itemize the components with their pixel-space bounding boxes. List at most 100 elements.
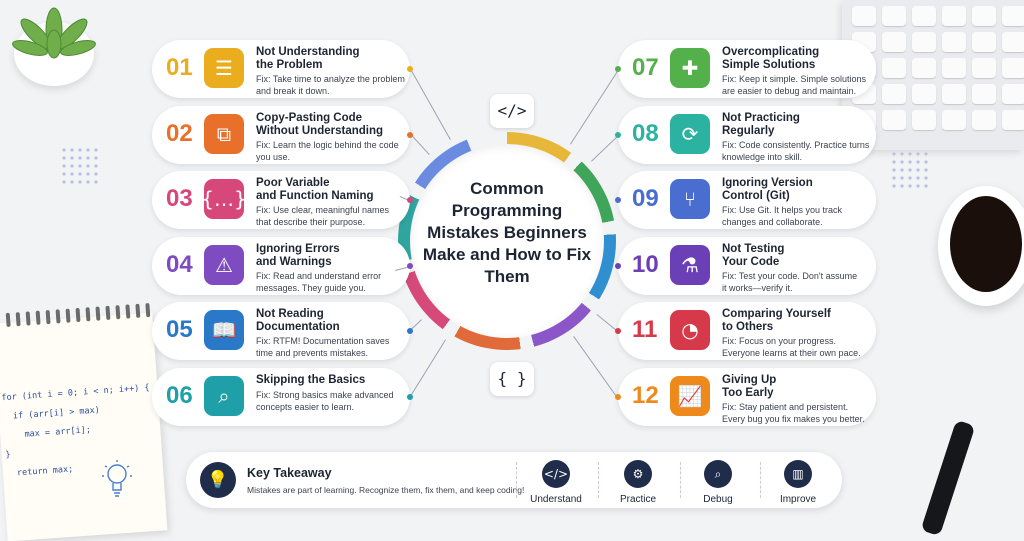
step-debug: ⌕ Debug (678, 458, 758, 505)
mistake-number: 01 (166, 54, 193, 81)
code-badge: </> (490, 94, 534, 128)
divider (598, 462, 600, 498)
dot-pattern (890, 150, 930, 190)
step-understand: </> Understand (516, 458, 596, 505)
mistake-number: 12 (632, 382, 659, 409)
flask-icon: ⚗ (670, 245, 710, 285)
connector-dot (407, 263, 413, 269)
divider (680, 462, 682, 498)
mistake-number: 04 (166, 251, 193, 278)
step-practice: ⚙ Practice (598, 458, 678, 505)
connector-dot (615, 132, 621, 138)
book-icon: 📖 (204, 310, 244, 350)
mistake-fix: Fix: Use Git. It helps you track changes… (722, 205, 843, 227)
mistake-number: 02 (166, 120, 193, 147)
mistake-number: 11 (632, 316, 658, 343)
connector-dot (615, 328, 621, 334)
mistake-fix: Fix: Stay patient and persistent. Every … (722, 402, 865, 424)
clipboard-icon: ☰ (204, 48, 244, 88)
step-label: Debug (703, 494, 733, 505)
center-circle (410, 144, 604, 338)
mistake-fix: Fix: Read and understand error messages.… (256, 271, 382, 293)
mistake-fix: Fix: Keep it simple. Simple solutions ar… (722, 74, 867, 96)
mistake-title: Not Reading Documentation (256, 308, 340, 333)
mistake-card-09: 09 ⑂ Ignoring Version Control (Git) Fix: Us… (618, 171, 876, 229)
pen (920, 419, 976, 537)
mistake-title: Ignoring Errors and Warnings (256, 243, 340, 268)
connector-dot (615, 66, 621, 72)
mistake-number: 07 (632, 54, 659, 81)
succulent-plant-icon (12, 7, 96, 59)
connector-line (410, 68, 451, 140)
code-icon: </> (542, 460, 570, 488)
main-title: Common Programming Mistakes Beginners Ma… (422, 179, 592, 286)
copy-icon: ⧉ (204, 114, 244, 154)
git-icon: ⑂ (670, 179, 710, 219)
mistake-number: 08 (632, 120, 659, 147)
mistake-title: Skipping the Basics (256, 374, 366, 386)
connector-line (573, 335, 618, 398)
puzzle-icon: ✚ (670, 48, 710, 88)
connector-line (590, 134, 619, 162)
mistake-title: Copy-Pasting Code Without Understanding (256, 112, 384, 137)
mistake-fix: Fix: Test your code. Don't assume it wor… (722, 271, 858, 293)
mistake-title: Comparing Yourself to Others (722, 308, 831, 333)
step-label: Practice (619, 494, 657, 505)
mistake-title: Not Understanding the Problem (256, 46, 360, 71)
connector-dot (615, 263, 621, 269)
mistake-fix: Fix: Focus on your progress. Everyone le… (722, 336, 861, 358)
connector-line (409, 338, 446, 397)
growth-chart-icon: 📈 (670, 376, 710, 416)
step-label: Improve (779, 494, 817, 505)
braces-icon: {…} (201, 179, 247, 219)
connector-dot (407, 197, 413, 203)
dot-pattern (60, 146, 100, 186)
mistake-title: Not Practicing Regularly (722, 112, 800, 137)
mistake-title: Ignoring Version Control (Git) (722, 177, 813, 202)
gauge-icon: ◔ (670, 310, 710, 350)
mistake-fix: Fix: Take time to analyze the problem an… (256, 74, 405, 96)
step-improve: ▥ Improve (758, 458, 838, 505)
refresh-icon: ⟳ (670, 114, 710, 154)
connector-dot (615, 197, 621, 203)
takeaway-text: Mistakes are part of learning. Recognize… (247, 485, 525, 495)
mistake-number: 03 (166, 185, 193, 212)
divider (516, 462, 518, 498)
lightbulb-icon: 💡 (200, 462, 236, 498)
key-takeaway-bar (186, 452, 842, 508)
gear-icon: ⚙ (624, 460, 652, 488)
mistake-number: 06 (166, 382, 193, 409)
step-label: Understand (530, 494, 582, 505)
connector-dot (407, 394, 413, 400)
takeaway-title: Key Takeaway (247, 466, 332, 480)
connector-dot (407, 66, 413, 72)
mistake-fix: Fix: Strong basics make advanced concept… (256, 390, 394, 412)
warning-icon: ⚠ (204, 245, 244, 285)
mistake-card-02: 02 ⧉ Copy-Pasting Code Without Understandi… (152, 106, 410, 164)
search-icon: ⌕ (204, 376, 244, 416)
search-icon: ⌕ (704, 460, 732, 488)
mistake-fix: Fix: Learn the logic behind the code you… (256, 140, 399, 162)
connector-dot (407, 328, 413, 334)
mistake-number: 09 (632, 185, 659, 212)
divider (760, 462, 762, 498)
mistake-number: 05 (166, 316, 193, 343)
mistake-fix: Fix: RTFM! Documentation saves time and … (256, 336, 390, 358)
mistake-fix: Fix: Code consistently. Practice turns k… (722, 140, 870, 162)
coffee (950, 196, 1022, 292)
mistake-title: Giving Up Too Early (722, 374, 777, 399)
mistake-title: Not Testing Your Code (722, 243, 785, 268)
lightbulb-icon (102, 460, 132, 497)
connector-dot (615, 394, 621, 400)
bar-chart-icon: ▥ (784, 460, 812, 488)
mistake-title: Overcomplicating Simple Solutions (722, 46, 820, 71)
